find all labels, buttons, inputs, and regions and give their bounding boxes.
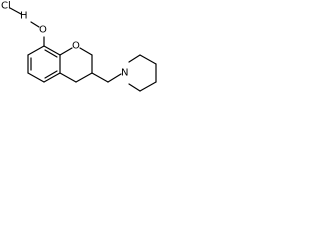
ring-oxygen-label: O: [72, 41, 80, 52]
methoxy-group: O: [30, 21, 47, 47]
piperidine-nitrogen-label: N: [121, 68, 128, 79]
piperidine-bond-5: [128, 83, 141, 92]
c8a-o-bond: [59, 47, 73, 56]
benzene-bond-3: [43, 72, 61, 83]
c4-c4a-bond: [59, 72, 77, 83]
piperidine-bond-1: [128, 54, 141, 63]
benzene-double-bond-1: [44, 49, 58, 58]
methoxy-oxygen-label: O: [39, 25, 47, 36]
benzene-double-bond-2: [44, 70, 58, 79]
ch2-n-bond: [107, 73, 122, 83]
pyran-ring: O: [59, 41, 93, 83]
chemical-structure: Cl H O O N: [1, 1, 157, 92]
benzene-bond-6: [27, 45, 45, 56]
benzene-bond-1: [43, 45, 61, 56]
methylene-linker: [91, 72, 122, 83]
c3-ch2-bond: [91, 72, 109, 83]
piperidine-bond-2: [139, 54, 157, 65]
o-c2-bond: [79, 47, 93, 56]
methyl-o-bond: [30, 21, 40, 28]
hydrochloride-group: Cl H: [1, 1, 28, 22]
benzene-ring: [27, 45, 61, 83]
c3-c4-bond: [75, 72, 93, 83]
piperidine-ring: N: [121, 54, 157, 92]
chlorine-label: Cl: [1, 1, 11, 12]
benzene-bond-4: [27, 72, 45, 83]
hydrogen-label: H: [20, 11, 28, 22]
piperidine-bond-4: [139, 81, 157, 92]
h-cl-bond: [9, 7, 22, 15]
